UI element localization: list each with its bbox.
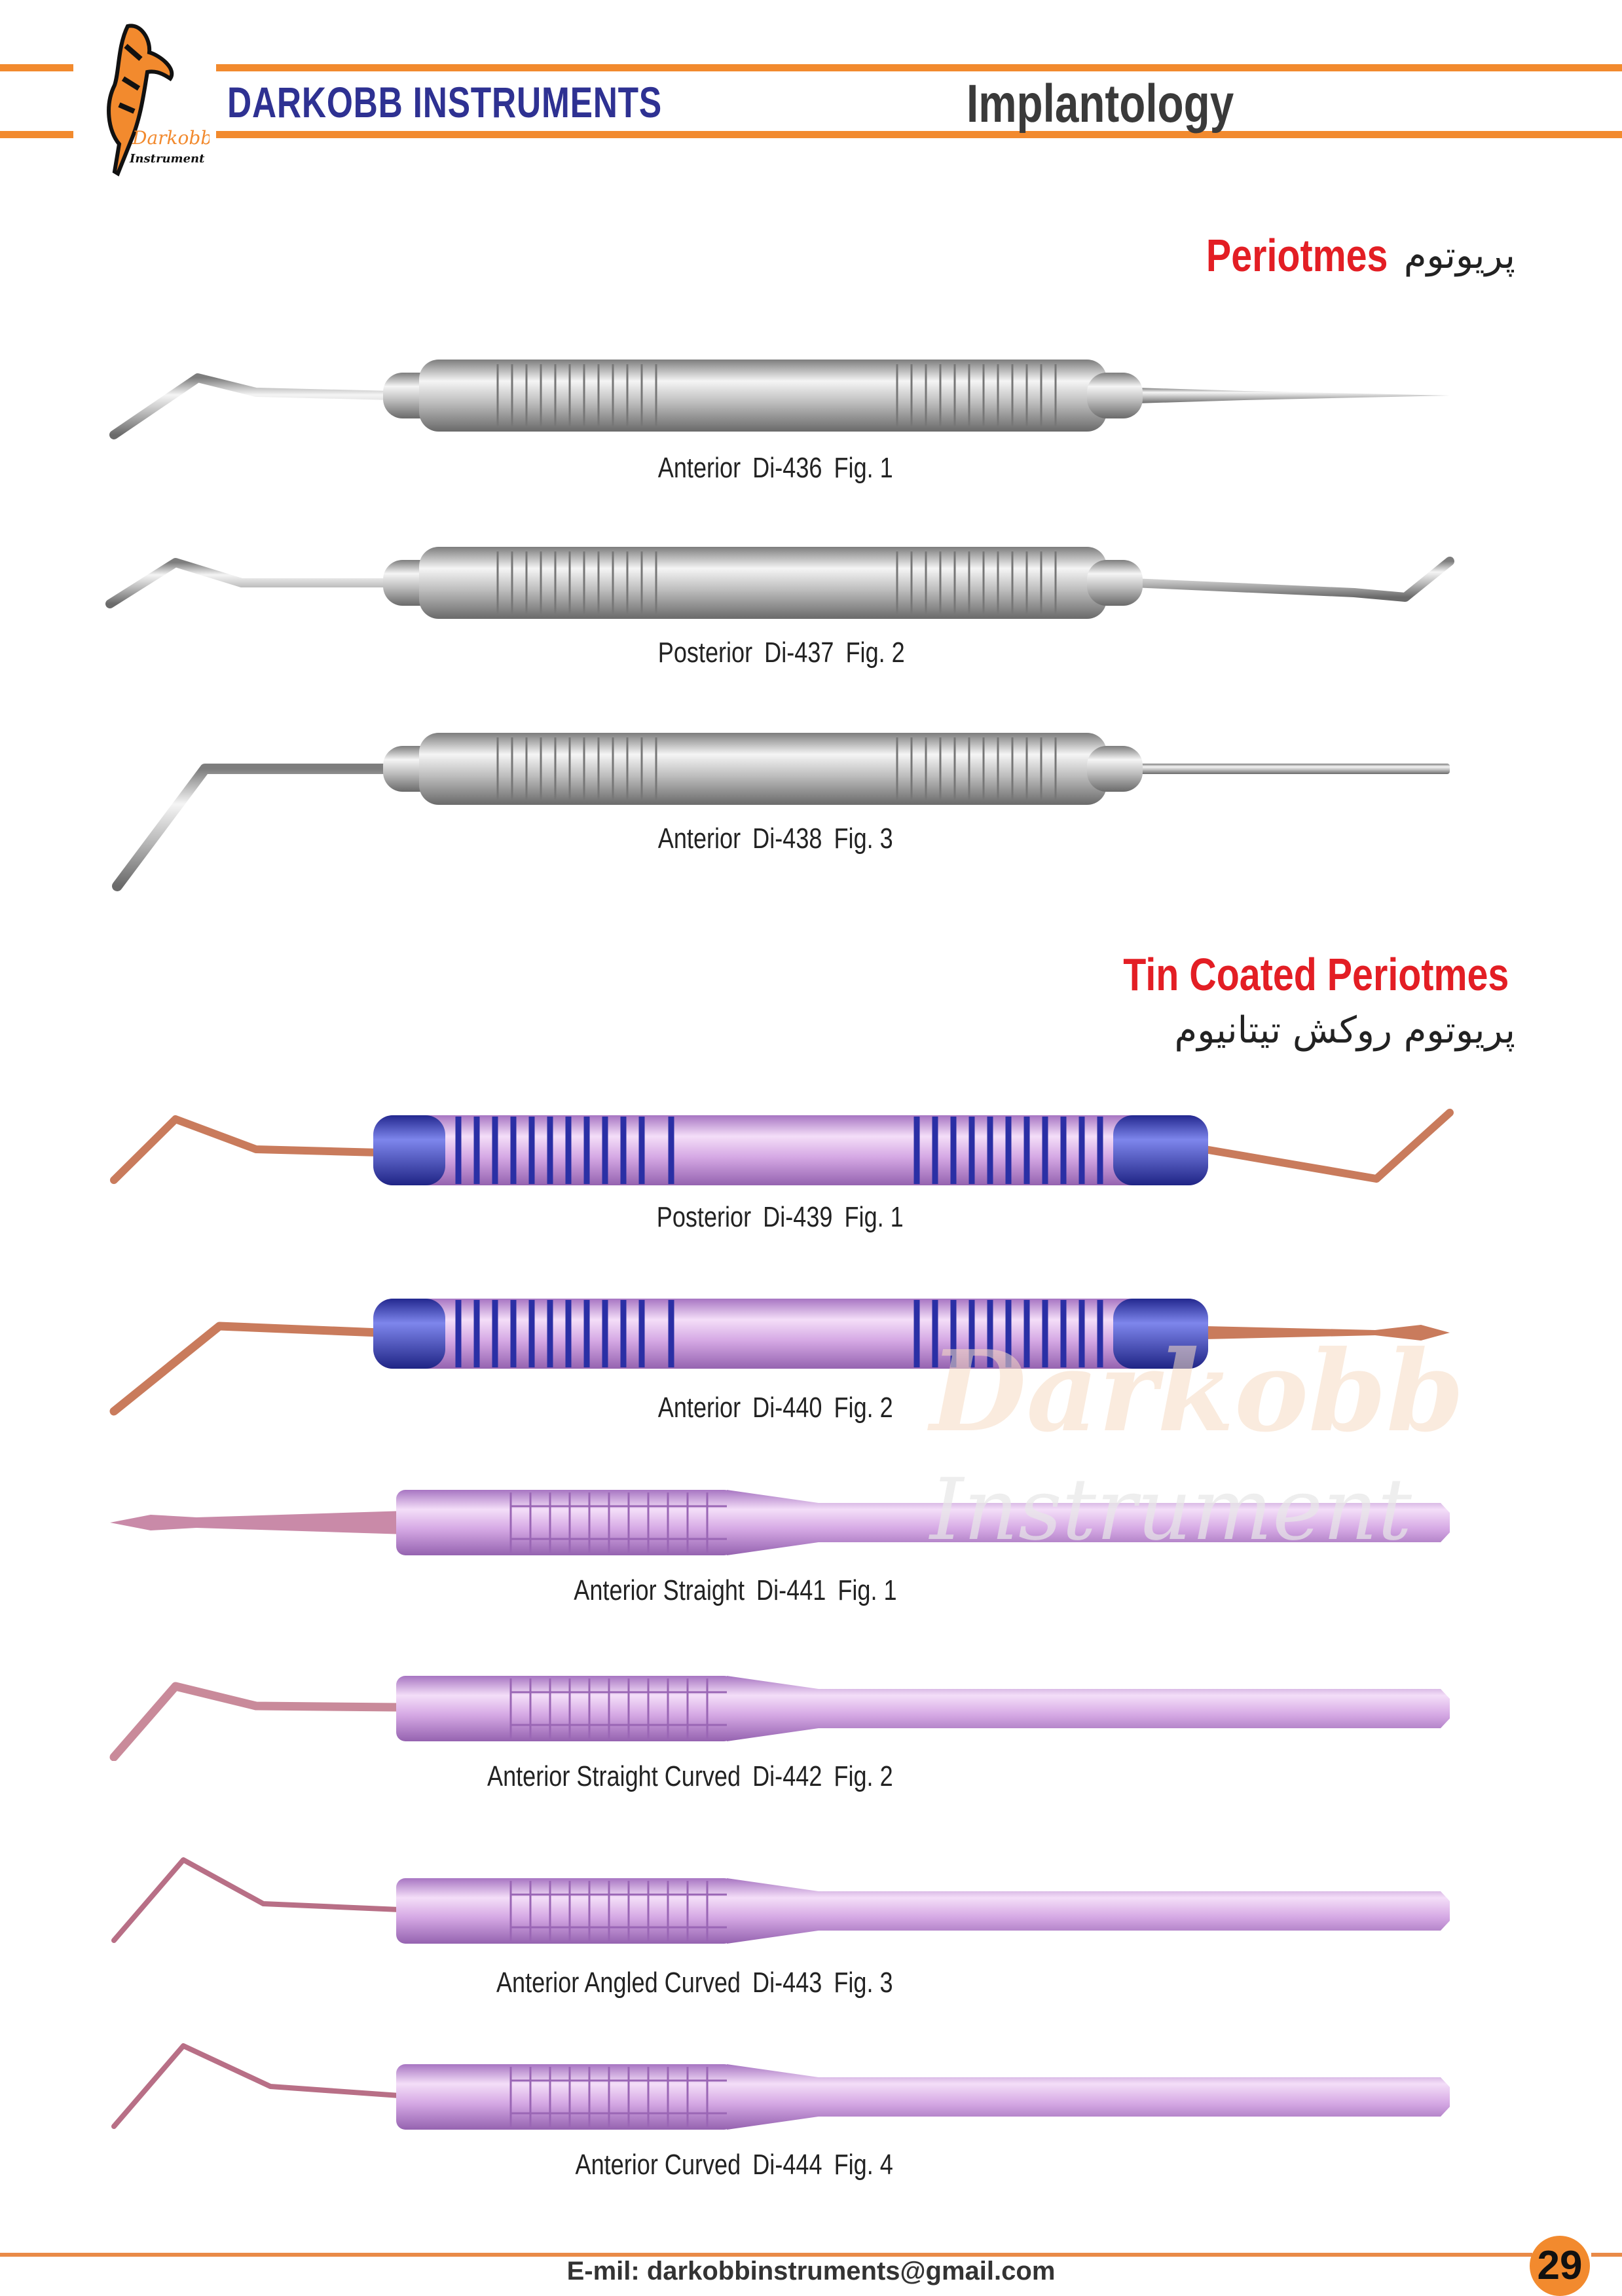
instrument-di-441 (0, 1437, 1622, 1568)
header-rule-top (216, 64, 1622, 71)
brand-name: DARKOBB INSTRUMENTS (227, 78, 663, 126)
instrument-di-439 (0, 1064, 1622, 1195)
logo: Darkobb Instrument (79, 20, 212, 180)
instrument-di-438 (0, 684, 1622, 893)
header-rule-top-left (0, 64, 73, 71)
instrument-di-443 (0, 1826, 1622, 1957)
header-rule-bottom (216, 131, 1622, 138)
footer-rule (0, 2253, 1532, 2257)
instrument-di-437 (0, 498, 1622, 629)
instrument-di-444 (0, 2012, 1622, 2143)
periotmes-title: Periotmes (1206, 230, 1388, 281)
page-number: 29 (1530, 2236, 1590, 2296)
footer-email[interactable]: E-mil: darkobbinstruments@gmail.com (566, 2257, 1056, 2286)
watermark-text: Darkobb (930, 1326, 1465, 1457)
hoopoe-logo-icon: Darkobb Instrument (107, 24, 212, 177)
header-rule-bottom-left (0, 131, 73, 138)
periotmes-title-fa: پریوتوم (1403, 234, 1515, 277)
instrument-di-436 (0, 310, 1622, 441)
watermark-text-2: Instrument (930, 1460, 1412, 1559)
periotmes-heading: Periotmes پریوتوم (1166, 231, 1515, 281)
instrument-di-442 (0, 1623, 1622, 1762)
tin-coated-title-fa: پریوتوم روکش تیتانیوم (1174, 1009, 1515, 1052)
instrument-di-440 (0, 1248, 1622, 1416)
section-title: Implantology (967, 74, 1234, 134)
svg-text:Instrument: Instrument (129, 152, 205, 166)
footer-rule-right (1591, 2253, 1622, 2257)
svg-text:Darkobb: Darkobb (132, 127, 210, 149)
tin-coated-title: Tin Coated Periotmes (1122, 949, 1509, 1000)
